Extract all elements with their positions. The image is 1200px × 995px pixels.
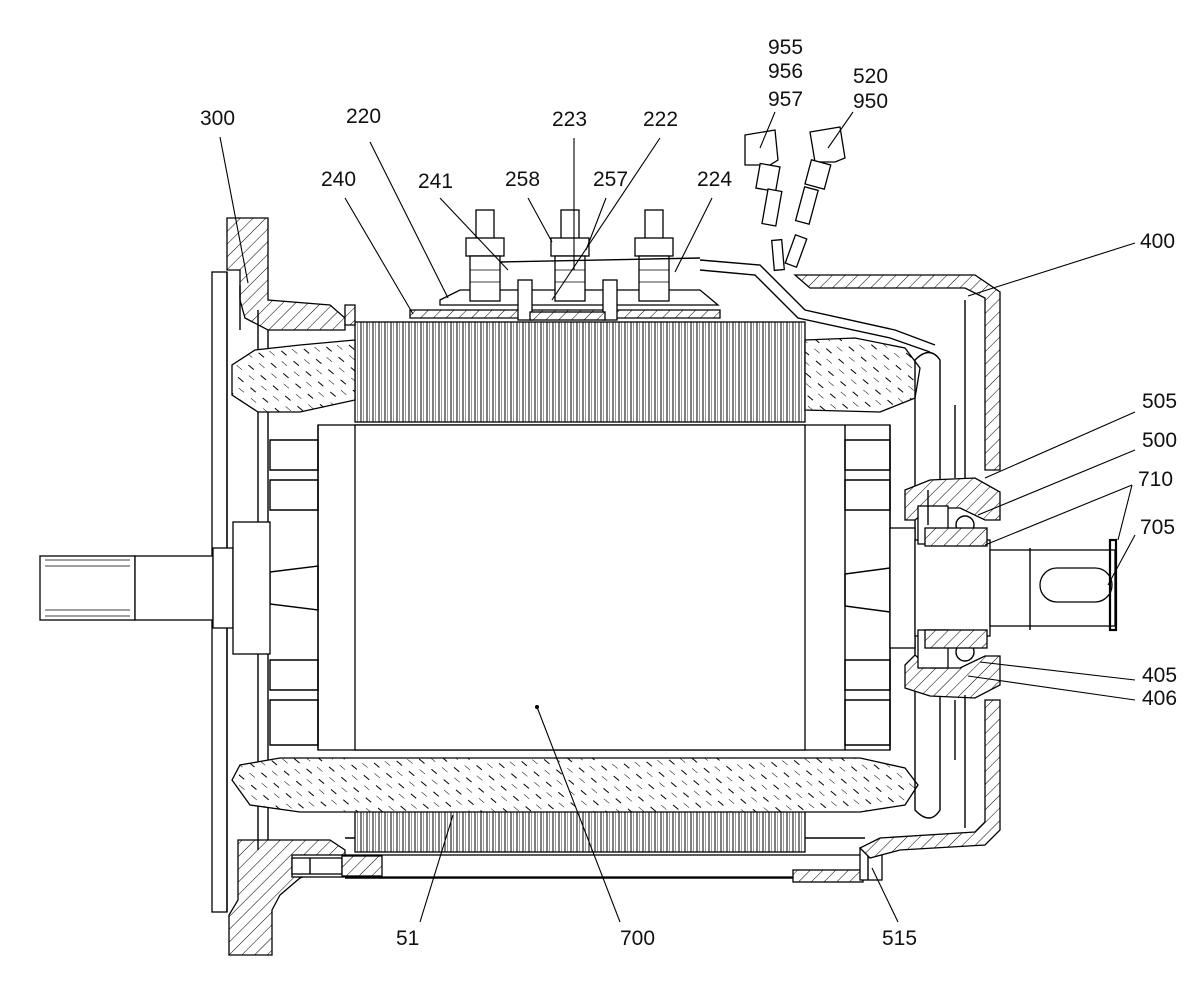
label-406: 406 [1142,687,1177,710]
sensor-connector-left [744,129,785,272]
label-700: 700 [620,927,655,950]
label-956: 956 [768,60,803,83]
shaft [39,521,1118,655]
rotor-700 [269,424,891,751]
label-220: 220 [346,105,381,128]
label-222: 222 [643,108,678,131]
label-300: 300 [200,107,235,130]
part-labels: 955 956 957 520 950 300 220 223 222 240 … [200,36,1177,950]
label-950: 950 [853,90,888,113]
label-500: 500 [1142,429,1177,452]
end-windings [231,337,941,819]
label-710: 710 [1138,468,1173,491]
label-515: 515 [882,927,917,950]
label-405: 405 [1142,664,1177,687]
label-520: 520 [853,65,888,88]
label-957: 957 [768,88,803,111]
rear-cover-400 [699,259,1001,859]
bearing-end-shield [904,477,1001,699]
terminal-stud-2 [550,209,590,302]
label-505: 505 [1142,390,1177,413]
label-241: 241 [418,170,453,193]
label-257: 257 [593,168,628,191]
terminal-stud-1 [465,209,505,302]
label-224: 224 [697,168,732,191]
label-223: 223 [552,108,587,131]
terminal-box [409,209,721,321]
label-51: 51 [396,927,419,950]
label-705: 705 [1140,516,1175,539]
leader-lines [219,111,1136,923]
label-955: 955 [768,36,803,59]
terminal-stud-3 [634,209,674,302]
label-258: 258 [505,168,540,191]
sensor-connector-right [784,126,846,268]
label-400: 400 [1140,230,1175,253]
label-240: 240 [321,168,356,191]
